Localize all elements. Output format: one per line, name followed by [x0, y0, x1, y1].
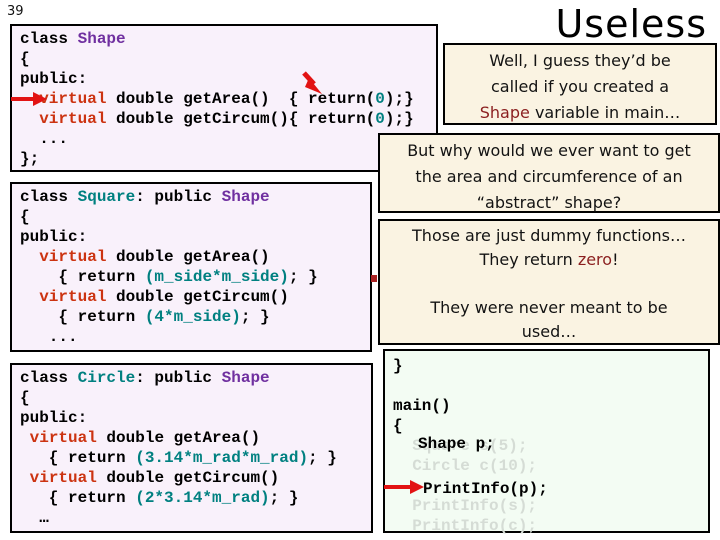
red-arrow-printinfo-icon	[384, 480, 424, 494]
speech-bubble-shape-variable: Well, I guess they’d be called if you cre…	[443, 43, 717, 125]
text-line: virtual double getArea()	[39, 248, 270, 266]
text-line: { return (3.14*m_rad*m_rad); }	[20, 449, 337, 467]
text-line: public:	[20, 228, 88, 246]
text-line: virtual double getArea()	[29, 429, 261, 447]
code-block-main: } main() { Square s(5); Circle c(10); Prin…	[383, 349, 710, 535]
text-line: {	[393, 417, 403, 435]
code-block-shape-class: class Shape { public: virtual double getAr…	[10, 24, 438, 172]
text-line: used…	[521, 322, 577, 341]
text-line: “abstract” shape?	[476, 193, 622, 212]
text-line: virtual double getCircum(){ return(0);}	[39, 110, 414, 128]
text-line	[393, 376, 700, 396]
text-line: virtual double getCircum()	[39, 288, 289, 306]
text-line: }	[393, 357, 403, 375]
text-line: virtual double getArea() { return(0);}	[39, 90, 414, 108]
text-line: Well, I guess they’d be	[489, 51, 671, 70]
speech-bubble-dummy-functions: Those are just dummy functions… They retu…	[378, 219, 720, 345]
text-line: They return zero!	[479, 250, 619, 269]
text-line: Square s(5);	[393, 437, 528, 455]
text-line: {	[20, 50, 30, 68]
text-line	[380, 272, 718, 296]
text-line: PrintInfo(c);	[393, 517, 538, 535]
text-line: the area and circumference of an	[415, 167, 683, 186]
speech-bubble-why-abstract: But why would we ever want to get the are…	[378, 133, 720, 213]
text-line: class Circle: public Shape	[20, 369, 270, 387]
code-block-square-class: class Square: public Shape { public: virtu…	[10, 182, 372, 352]
text-line: { return (m_side*m_side); }	[20, 268, 318, 286]
text-line: main()	[393, 397, 451, 415]
text-line: {	[20, 389, 30, 407]
text-line: { return (4*m_side); }	[20, 308, 270, 326]
text-line: ...	[20, 328, 78, 346]
text-line: };	[20, 150, 40, 168]
text-line: class Square: public Shape	[20, 188, 270, 206]
page-title: Useless	[555, 2, 707, 46]
text-line: class Shape	[20, 30, 126, 48]
red-arrow-virtual-icon	[11, 92, 47, 106]
text-line: virtual double getCircum()	[29, 469, 280, 487]
text-line: public:	[20, 409, 88, 427]
code-overlay-shape-p: Shape p;	[418, 435, 495, 453]
code-block-circle-class: class Circle: public Shape { public: virtu…	[10, 363, 373, 533]
text-line: Circle c(10);	[393, 457, 538, 475]
red-arrow-hidden-tip-icon	[371, 275, 377, 282]
text-line: ...	[20, 130, 69, 148]
text-line: { return (2*3.14*m_rad); }	[20, 489, 299, 507]
text-line: …	[20, 509, 49, 527]
slide-number: 39	[7, 4, 24, 19]
text-line: called if you created a	[490, 77, 670, 96]
text-line: Those are just dummy functions…	[412, 226, 686, 245]
text-line: public:	[20, 70, 88, 88]
text-line: {	[20, 208, 30, 226]
text-line: They were never meant to be	[430, 298, 668, 317]
red-arrow-return-icon	[302, 71, 322, 94]
text-line: PrintInfo(s);	[393, 497, 538, 515]
code-overlay-printinfo-p: PrintInfo(p);	[423, 480, 548, 498]
text-line: But why would we ever want to get	[407, 141, 691, 160]
text-line: Shape variable in main…	[479, 103, 681, 122]
